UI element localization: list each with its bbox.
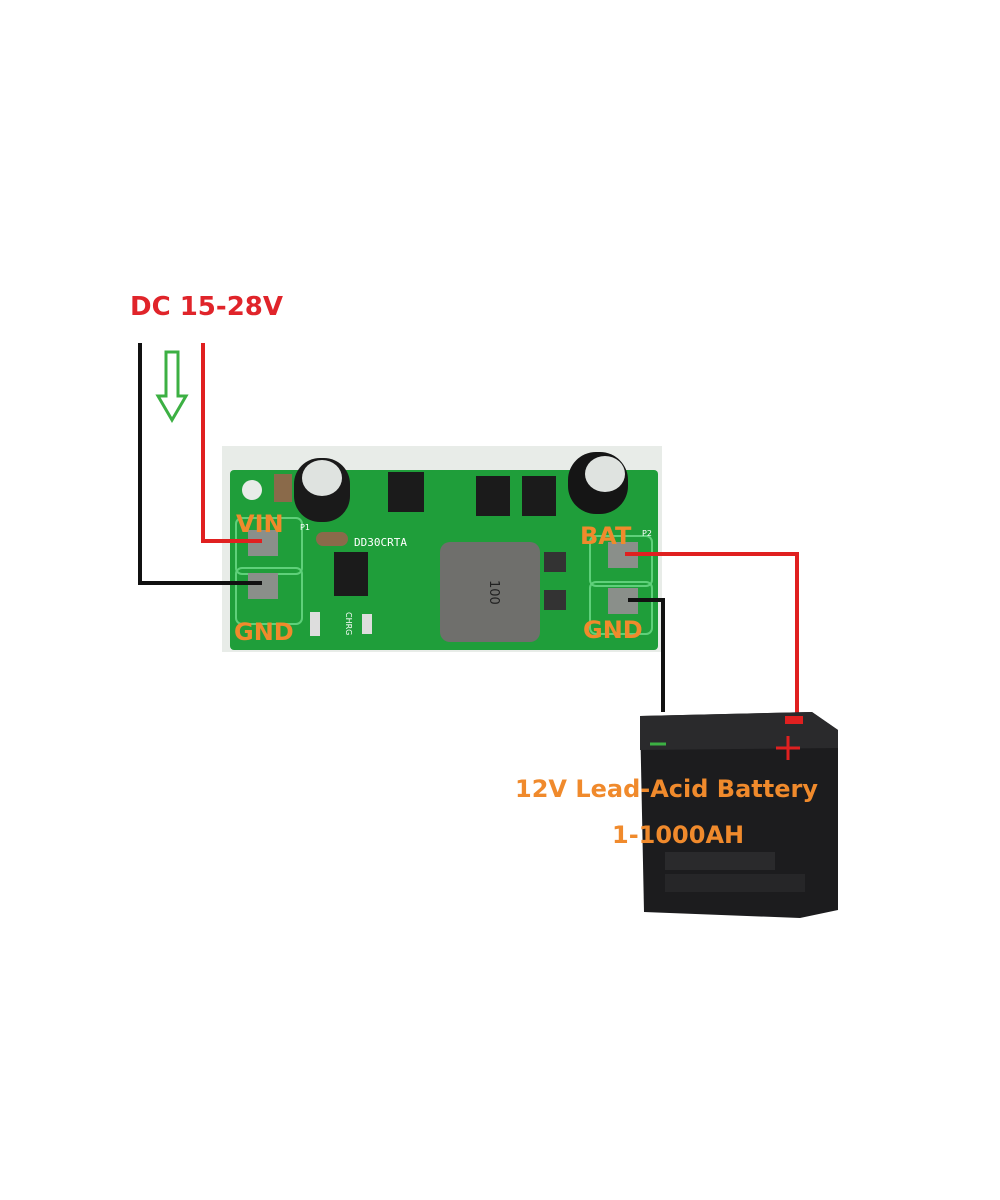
bat-label: BAT (580, 522, 632, 550)
inductor (440, 542, 540, 642)
connector-p2-label: P2 (642, 529, 652, 538)
charger-board: DD30CRTA 100 CHRG P1 P2 (222, 446, 662, 652)
gnd-out-label: GND (583, 616, 643, 644)
battery-title: 12V Lead-Acid Battery (515, 775, 818, 803)
input-voltage-label: DC 15-28V (130, 292, 283, 322)
battery (640, 712, 838, 918)
battery-positive-wire (625, 552, 799, 716)
battery-capacity: 1-1000AH (612, 821, 744, 849)
down-arrow-icon (155, 350, 189, 423)
inductor-marking: 100 (486, 580, 501, 605)
charge-led (362, 614, 372, 634)
ic-chip (388, 472, 424, 512)
board-model-label: DD30CRTA (354, 536, 407, 549)
input-positive-wire (201, 343, 262, 543)
gnd-in-pad (248, 573, 278, 599)
vin-label: VIN (236, 510, 284, 538)
positive-terminal-icon (776, 736, 800, 760)
gnd-in-label: GND (234, 618, 294, 646)
ic-chip (334, 552, 368, 596)
input-gnd-wire (138, 343, 262, 585)
connector-p1-label: P1 (300, 523, 310, 532)
battery-negative-wire (628, 598, 665, 712)
led-label: CHRG (344, 612, 353, 635)
